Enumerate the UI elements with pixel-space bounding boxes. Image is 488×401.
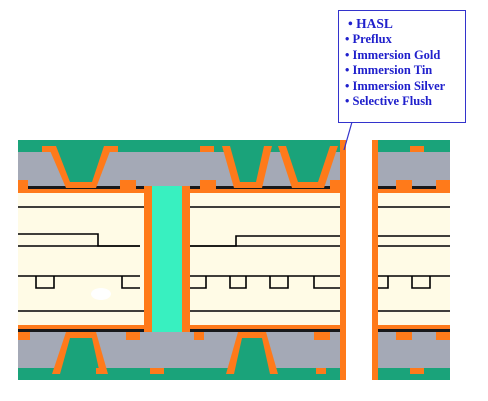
top-microvia-mid-fill bbox=[230, 146, 264, 182]
bottom-microvia-mid-fill bbox=[234, 338, 270, 374]
inner-pad bbox=[229, 276, 247, 289]
inner-pad bbox=[121, 276, 140, 289]
edge-plating bbox=[372, 140, 378, 380]
inner-core bbox=[372, 192, 450, 326]
resin-void bbox=[91, 288, 111, 300]
inner-pad bbox=[313, 276, 344, 289]
top-copper-notches bbox=[18, 180, 344, 189]
surface-pads bbox=[396, 146, 450, 374]
bottom-microvia-left-fill bbox=[60, 338, 100, 374]
top-copper-layer bbox=[372, 189, 450, 193]
finish-item-hasl: • HASL bbox=[348, 16, 393, 31]
bottom-copper-layer bbox=[372, 325, 450, 329]
finish-item-immersion-silver: • Immersion Silver bbox=[345, 78, 446, 93]
edge-plating bbox=[340, 140, 346, 380]
bottom-copper-notches bbox=[18, 332, 330, 374]
inner-pad bbox=[190, 276, 207, 289]
surface-finish-callout: • HASL • Preflux • Immersion Gold • Imme… bbox=[338, 10, 466, 123]
pcb-left-panel bbox=[18, 140, 346, 380]
through-hole-fill bbox=[152, 186, 182, 332]
bottom-inner-copper bbox=[372, 329, 450, 332]
top-microvia-left-fill bbox=[56, 146, 104, 182]
callout-pointer bbox=[343, 121, 353, 151]
finish-item-preflux: • Preflux bbox=[345, 32, 392, 46]
pcb-right-panel bbox=[372, 140, 450, 380]
finish-item-immersion-tin: • Immersion Tin bbox=[345, 63, 433, 78]
top-microvia-right-fill bbox=[286, 146, 330, 182]
inner-pad bbox=[269, 276, 289, 289]
finish-item-immersion-gold: • Immersion Gold bbox=[345, 47, 441, 62]
inner-pad bbox=[411, 276, 431, 289]
inner-pad bbox=[35, 276, 55, 289]
finish-item-selective-flush: • Selective Flush bbox=[345, 94, 433, 109]
through-hole-bottom-gap bbox=[140, 332, 194, 368]
through-hole-top-gap bbox=[140, 152, 194, 186]
